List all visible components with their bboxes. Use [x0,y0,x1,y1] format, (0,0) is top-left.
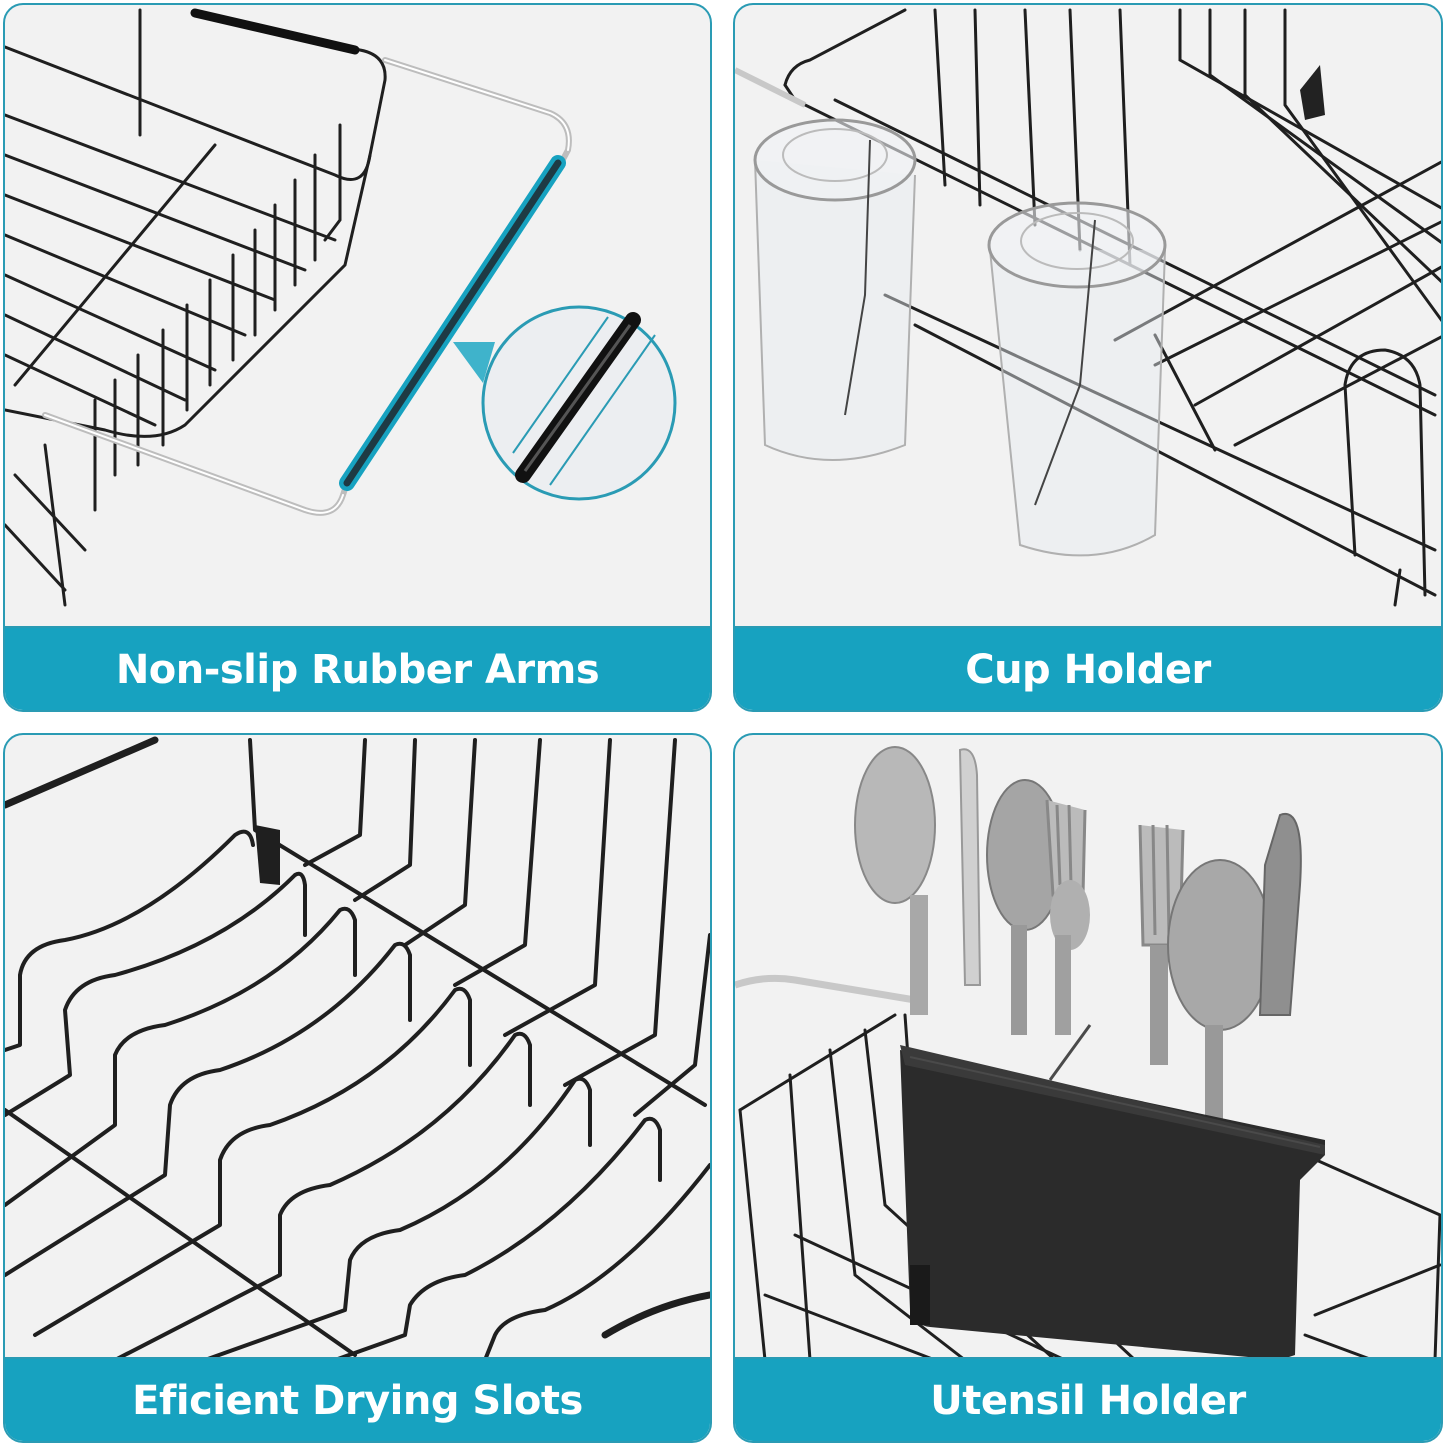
feature-label-bar: Cup Holder [735,626,1441,710]
feature-panel-rubber-arms: Non-slip Rubber Arms [3,3,712,712]
feature-label-bar: Eficient Drying Slots [5,1357,710,1441]
drying-slots-illustration [5,736,710,1360]
cup-holder-illustration [735,8,1441,607]
feature-label: Non-slip Rubber Arms [115,647,600,693]
utensils-icon [854,746,1302,1135]
dish-rack-arm-illustration [5,8,677,607]
glass-right-icon [987,201,1167,557]
glass-left-icon [753,118,917,461]
feature-panel-cup-holder: Cup Holder [733,3,1443,712]
callout-pointer-icon [453,342,495,383]
feature-panel-drying-slots: Eficient Drying Slots [3,733,712,1443]
feature-label: Cup Holder [965,647,1211,693]
feature-label-bar: Non-slip Rubber Arms [5,626,710,710]
feature-label: Utensil Holder [930,1378,1246,1424]
feature-label: Eficient Drying Slots [132,1378,583,1424]
feature-label-bar: Utensil Holder [735,1357,1441,1441]
utensil-holder-illustration [735,746,1441,1360]
utensil-caddy-icon [900,1024,1325,1360]
feature-panel-utensil-holder: Utensil Holder [733,733,1443,1443]
